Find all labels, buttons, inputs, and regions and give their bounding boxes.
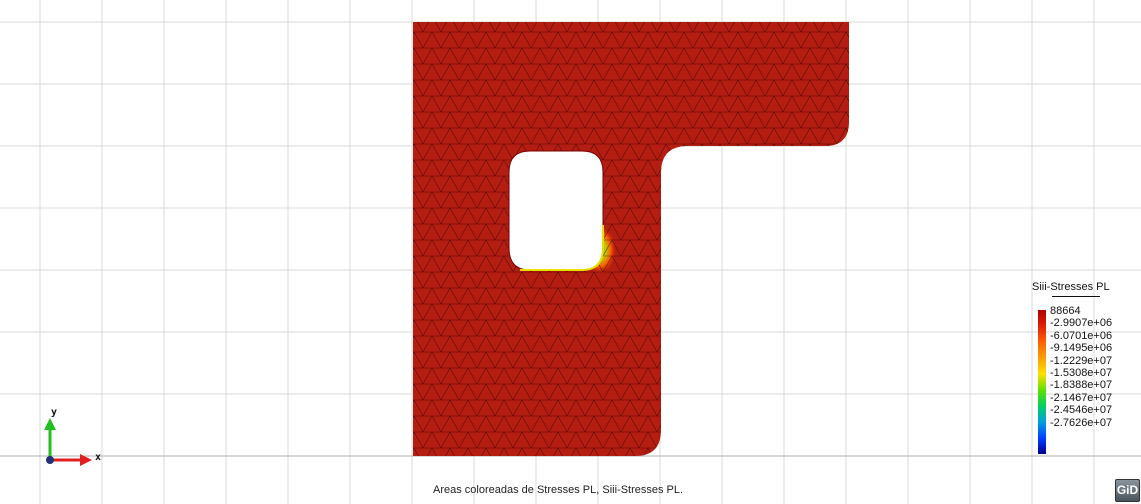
- legend-label: 88664: [1050, 305, 1081, 317]
- hole-edge: [508, 150, 604, 271]
- axis-triad: [44, 418, 92, 466]
- mesh-part[interactable]: [413, 22, 849, 456]
- y-axis-label: y: [51, 407, 58, 418]
- legend-label: -9.1495e+06: [1050, 342, 1113, 355]
- legend-label: -1.8388e+07: [1050, 379, 1113, 392]
- x-axis-label: x: [95, 452, 102, 463]
- legend-title: Siii-Stresses PL: [1032, 281, 1110, 293]
- legend-label: -6.0701e+06: [1050, 329, 1113, 342]
- legend-label: -2.7626e+07: [1050, 416, 1113, 429]
- legend-label: -1.2229e+07: [1050, 354, 1113, 367]
- mesh-lines: [413, 22, 849, 456]
- legend-label: -2.9907e+06: [1050, 317, 1113, 330]
- legend-underline: [1052, 296, 1100, 297]
- hole-edge-highlight: [520, 225, 604, 271]
- legend-color-bar: [1038, 310, 1046, 454]
- legend-label: -2.4546e+07: [1050, 404, 1113, 417]
- legend-labels: 88664-2.9907e+06-6.0701e+06-9.1495e+06-1…: [1050, 305, 1130, 429]
- gid-logo[interactable]: GiD: [1115, 479, 1140, 502]
- result-caption: Areas coloreadas de Stresses PL, Siii-St…: [433, 484, 684, 496]
- legend-label: -1.5308e+07: [1050, 367, 1113, 380]
- legend-label: -2.1467e+07: [1050, 391, 1113, 404]
